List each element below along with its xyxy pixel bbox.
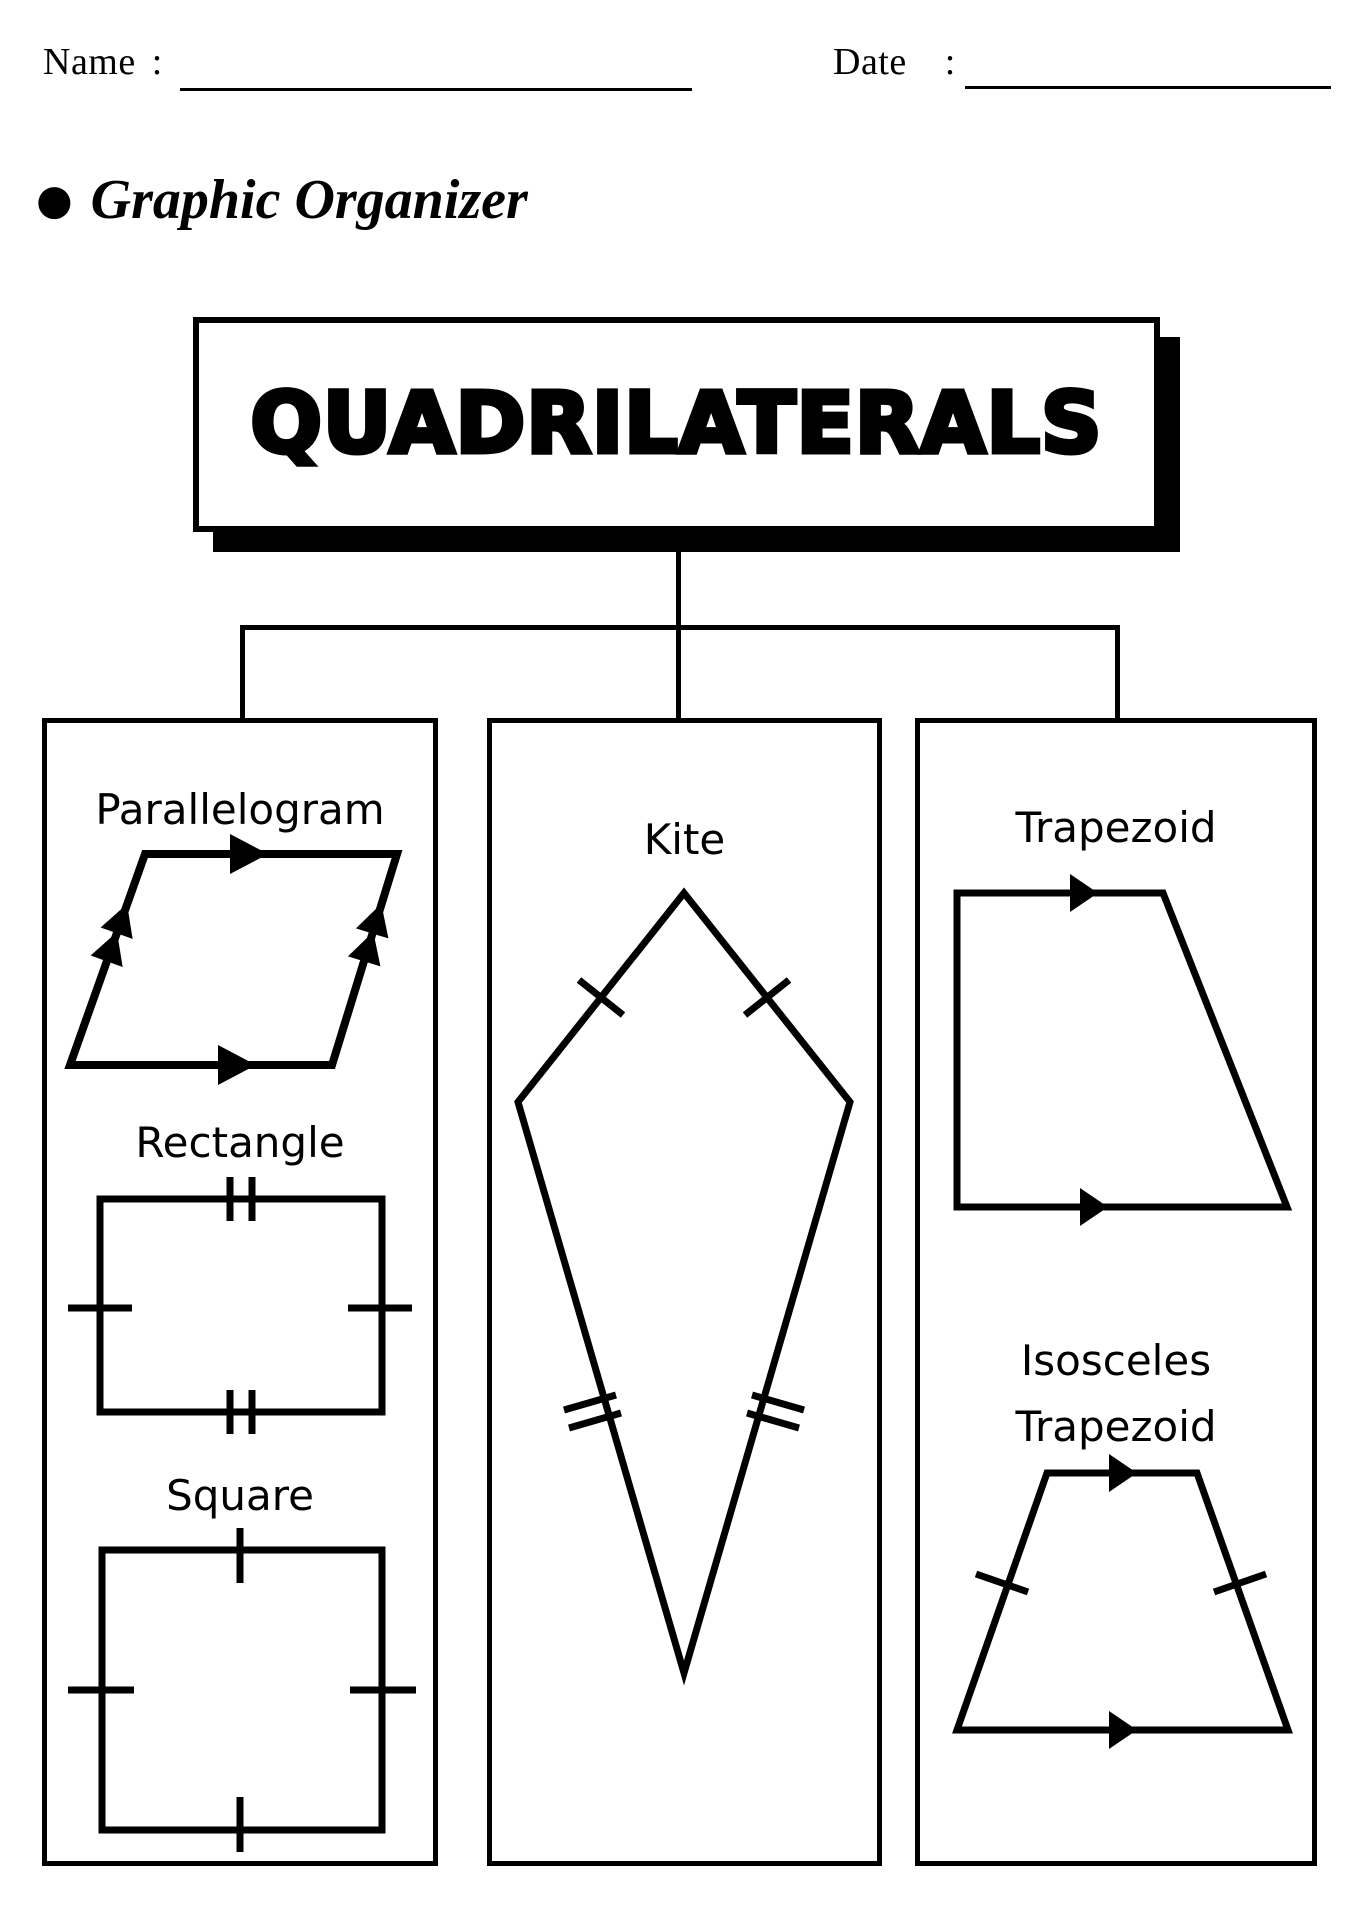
tree-drop-right-line (1115, 627, 1120, 718)
name-underline (180, 88, 692, 91)
double-arrow-mark (355, 903, 389, 939)
page-title: QUADRILATERALS (248, 371, 1104, 474)
category-box-kite: Kite (487, 718, 882, 1866)
tick-mark (742, 977, 792, 1018)
isosceles-trapezoid-shape (952, 1454, 1293, 1749)
date-colon: : (944, 41, 956, 83)
title-box: QUADRILATERALS (193, 317, 1160, 532)
date-label: Date: (833, 40, 956, 84)
double-arrow-mark (347, 931, 381, 967)
category-box-trapezoids: Trapezoid Isosceles Trapezoid (915, 718, 1317, 1866)
bullet-icon: ● (36, 175, 73, 224)
left-column-shapes (64, 834, 416, 1852)
double-arrow-mark (90, 932, 123, 967)
parallel-arrow-mark (1070, 874, 1098, 912)
tree-drop-center-line (676, 627, 681, 718)
double-tick-mark (568, 1409, 622, 1432)
double-arrow-mark (100, 904, 133, 939)
date-label-text: Date (833, 41, 907, 83)
parallel-arrow-mark (230, 834, 268, 874)
right-column-shapes (952, 874, 1293, 1749)
name-colon: : (151, 41, 163, 83)
parallel-arrow-mark (1109, 1454, 1137, 1492)
double-tick-mark (563, 1391, 617, 1414)
parallelogram-label: Parallelogram (95, 785, 385, 834)
tick-mark (1212, 1570, 1268, 1596)
trapezoid-label: Trapezoid (1015, 803, 1217, 852)
category-box-parallelograms: Parallelogram Rectangle Square (42, 718, 438, 1866)
trapezoid-shape (953, 874, 1293, 1226)
tree-stem-line (676, 540, 681, 630)
parallel-arrow-mark (1080, 1188, 1108, 1226)
double-tick-mark (746, 1409, 800, 1432)
section-heading-text: Graphic Organizer (90, 169, 528, 231)
square-label: Square (166, 1471, 314, 1520)
name-label-text: Name (43, 41, 136, 83)
rectangle-label: Rectangle (135, 1118, 345, 1167)
middle-column-shapes (514, 887, 854, 1686)
section-heading: ● Graphic Organizer (36, 168, 528, 232)
isosceles-label-line1: Isosceles (1020, 1336, 1212, 1385)
double-tick-mark (751, 1391, 805, 1414)
kite-shape (514, 887, 854, 1686)
tick-mark (974, 1570, 1030, 1596)
parallelogram-shape (64, 834, 403, 1085)
parallel-arrow-mark (218, 1045, 256, 1085)
kite-label: Kite (643, 815, 726, 864)
square-shape (68, 1528, 416, 1852)
tick-mark (576, 977, 626, 1018)
name-label: Name: (43, 40, 163, 84)
date-underline (965, 86, 1331, 89)
isosceles-label-line2: Trapezoid (1015, 1402, 1217, 1451)
tree-drop-left-line (240, 627, 245, 718)
parallel-arrow-mark (1109, 1711, 1137, 1749)
isosceles-trapezoid-label: Isosceles Trapezoid (920, 1328, 1312, 1460)
rectangle-shape (68, 1177, 412, 1434)
